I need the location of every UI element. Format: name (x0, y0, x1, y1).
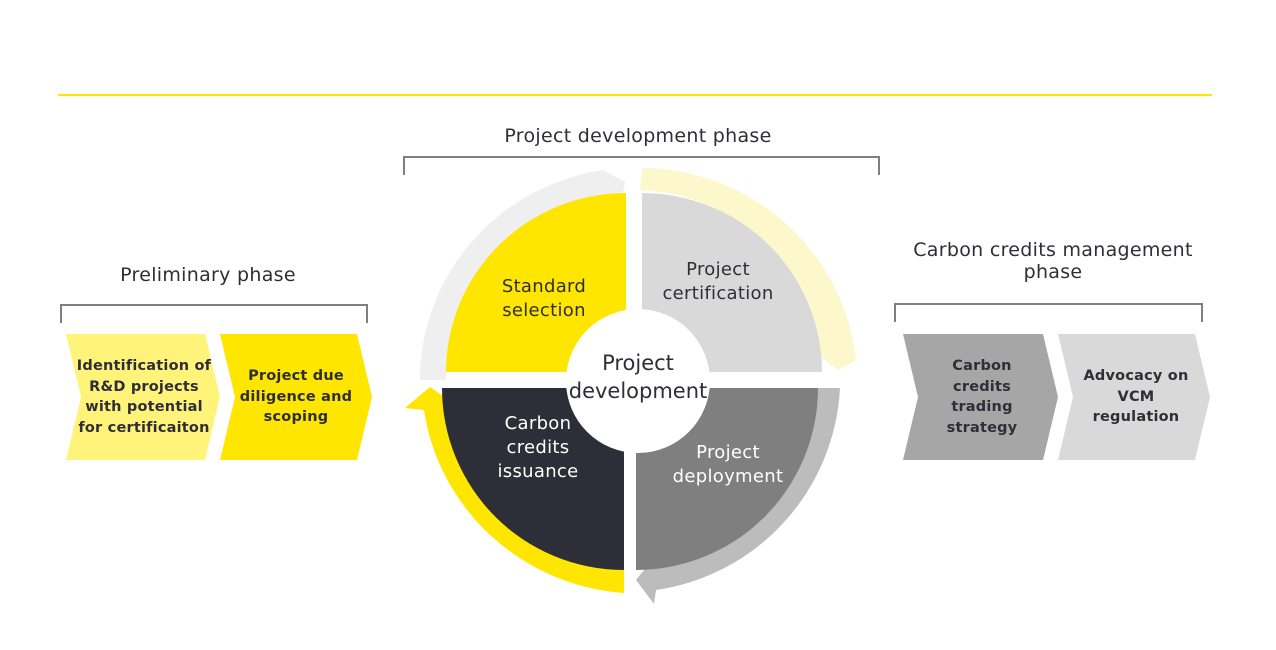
standard-selection-label: Standard selection (501, 276, 587, 321)
step-identification-label: Identification of R&D projects with pote… (76, 358, 212, 436)
center-circle (566, 309, 710, 453)
development-phase-title: Project development phase (504, 125, 772, 147)
chevron-trading-strategy (903, 334, 1058, 460)
cycle-arrow-standard-selection (419, 170, 625, 380)
development-bracket (403, 156, 880, 175)
management-phase-title: Carbon credits management phase (913, 239, 1193, 283)
step-trading-strategy-label: Carbon credits trading strategy (946, 358, 1018, 436)
project-deployment-label: Project deployment (672, 442, 784, 487)
carbon-credits-issuance-label: Carbon credits issuance (497, 413, 579, 482)
step-due-diligence-label: Project due diligence and scoping (239, 368, 353, 426)
management-bracket (894, 303, 1203, 322)
chevron-advocacy (1058, 334, 1210, 460)
chevron-identification (66, 334, 220, 460)
preliminary-bracket (60, 304, 368, 323)
preliminary-phase-title: Preliminary phase (120, 264, 296, 286)
project-certification-label: Project certification (662, 259, 774, 304)
quadrant-carbon-credits-issuance (442, 388, 624, 570)
cycle-arrow-certification (640, 168, 856, 370)
quadrant-standard-selection (446, 193, 626, 372)
center-label: Project development (568, 351, 708, 403)
step-advocacy-label: Advocacy on VCM regulation (1083, 368, 1189, 426)
chevron-due-diligence (220, 334, 372, 460)
cycle-arrow-deployment (636, 388, 840, 604)
cycle-arrow-issuance (405, 387, 624, 593)
quadrant-project-certification (642, 193, 822, 372)
